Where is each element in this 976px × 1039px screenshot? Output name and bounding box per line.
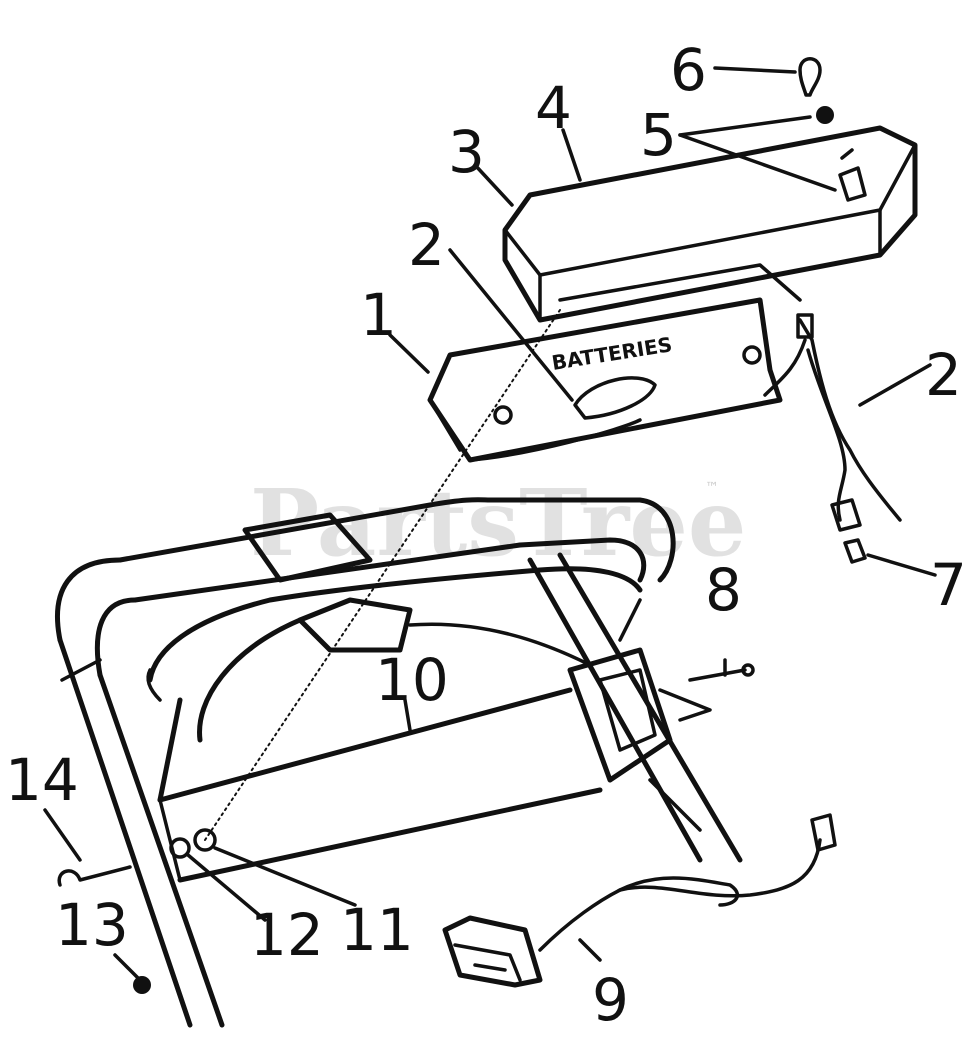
callout-6: 6	[670, 36, 707, 104]
connector-clip-icon	[843, 538, 867, 564]
plus-terminal-icon	[493, 405, 513, 425]
key-switch-icon	[838, 166, 867, 202]
bolt	[688, 663, 755, 682]
callout-14: 14	[5, 746, 79, 814]
leader-lines	[43, 66, 937, 980]
charger-plug-icon	[810, 813, 837, 852]
handle-assembly	[55, 497, 743, 1028]
carriage-bolt-icon	[57, 865, 132, 887]
callout-5: 5	[640, 101, 677, 169]
battery-box-label: BATTERIES	[550, 332, 674, 375]
locknut-icon	[133, 976, 151, 994]
callout-13: 13	[55, 891, 129, 959]
callout-numbers: 1 2 2 3 4 5 6 7 8 9 10 11 12 13 14	[5, 36, 967, 1034]
callout-8: 8	[705, 556, 742, 624]
wiring-harness	[468, 313, 902, 564]
nut-icon	[193, 828, 217, 852]
callout-7: 7	[930, 551, 967, 619]
callout-12: 12	[250, 901, 324, 969]
battery-box: BATTERIES	[427, 297, 783, 463]
fasteners	[57, 828, 217, 994]
assembly-line	[204, 309, 561, 841]
washer-icon	[169, 837, 191, 859]
minus-terminal-icon	[742, 345, 762, 365]
callout-9: 9	[592, 966, 629, 1034]
watermark-trademark: ™	[705, 480, 719, 496]
callout-3: 3	[448, 118, 485, 186]
callout-2-right: 2	[925, 341, 962, 409]
battery-charger	[442, 813, 837, 988]
battery-cover	[502, 57, 918, 323]
callout-1: 1	[360, 281, 397, 349]
callout-11: 11	[340, 896, 414, 964]
harness-connector-icon	[796, 313, 814, 339]
callout-4: 4	[535, 74, 572, 142]
key-icon	[798, 57, 822, 97]
callout-2-left: 2	[408, 211, 445, 279]
callout-10: 10	[375, 646, 449, 714]
switch-nut-icon	[816, 106, 834, 124]
